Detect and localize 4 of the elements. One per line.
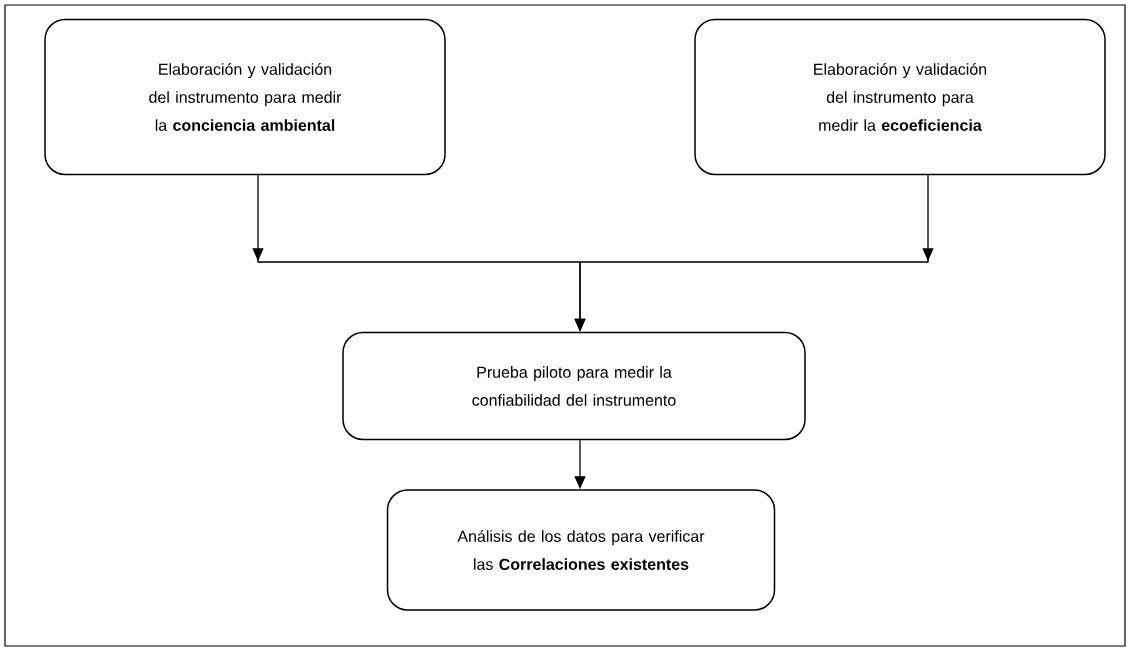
process-box: Elaboración y validación del instrumento para medir la ecoeficiencia (694, 18, 1106, 176)
process-box: Elaboración y validación del instrumento para medir la conciencia ambiental (44, 18, 446, 176)
process-box: Prueba piloto para medir la confiabilidad del instrumento (342, 331, 806, 441)
process-box: Análisis de los datos para verificar las Correlaciones existentes (386, 489, 776, 611)
